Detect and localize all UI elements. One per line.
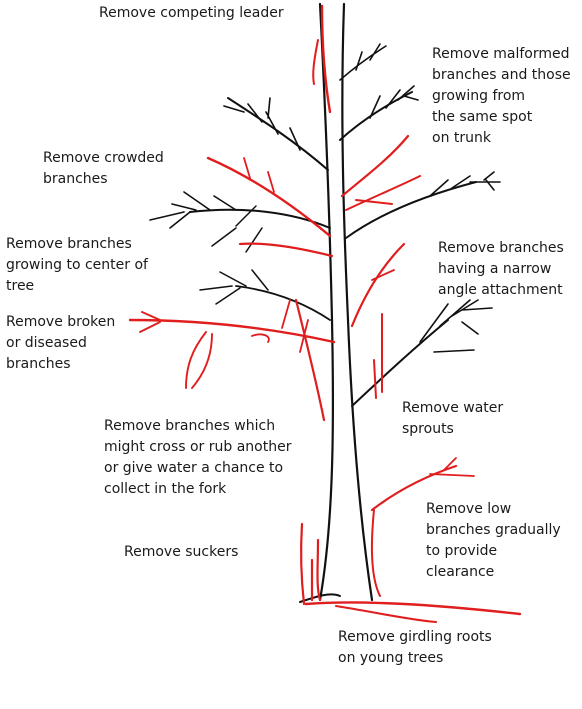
cut-water-sprouts [373, 313, 383, 399]
marked-for-removal [128, 4, 522, 623]
label-line: Remove low [426, 501, 512, 517]
trunk-left-edge [318, 2, 335, 602]
label-center: Remove branches growing to center of tre… [6, 234, 148, 297]
label-competing-leader: Remove competing leader [99, 3, 284, 24]
label-line: Remove branches [438, 240, 564, 256]
label-line: on young trees [338, 650, 444, 666]
label-line: branches [43, 171, 108, 187]
label-line: Remove malformed [432, 46, 570, 62]
cut-center [238, 242, 334, 258]
branch-upper-right [339, 91, 413, 141]
label-low-branches: Remove low branches gradually to provide… [426, 499, 561, 583]
trunk-right-edge [341, 2, 374, 602]
label-line: might cross or rub another [104, 439, 292, 455]
kept-tree-structure [149, 2, 501, 603]
label-cross-rub: Remove branches which might cross or rub… [104, 416, 291, 500]
label-line: Remove competing leader [99, 5, 284, 21]
label-line: or give water a chance to [104, 460, 284, 476]
branch-right-lower [351, 319, 449, 407]
label-line: or diseased [6, 335, 87, 351]
label-line: Remove suckers [124, 544, 239, 560]
label-line: clearance [426, 564, 495, 580]
cut-girdling-roots [304, 601, 522, 616]
branch-left-lower [235, 285, 331, 321]
cut-suckers [300, 522, 322, 606]
label-line: having a narrow [438, 261, 552, 277]
label-line: Remove crowded [43, 150, 164, 166]
label-line: on trunk [432, 130, 491, 146]
label-girdling-roots: Remove girdling roots on young trees [338, 627, 492, 669]
label-line: Remove broken [6, 314, 116, 330]
branch-crowded [189, 208, 331, 229]
label-line: the same spot [432, 109, 533, 125]
cut-competing-leader [320, 4, 332, 114]
label-line: branches and those [432, 67, 571, 83]
label-line: sprouts [402, 421, 454, 437]
label-line: Remove branches which [104, 418, 276, 434]
label-line: Remove branches [6, 236, 132, 252]
label-crowded: Remove crowded branches [43, 148, 164, 190]
cut-crowded [206, 156, 332, 238]
label-line: growing from [432, 88, 526, 104]
label-line: branches [6, 356, 71, 372]
label-line: tree [6, 278, 35, 294]
label-line: collect in the fork [104, 481, 227, 497]
cut-cross-rub [294, 298, 326, 422]
label-water-sprouts: Remove water sprouts [402, 398, 503, 440]
cut-narrow-angle [350, 242, 406, 328]
label-line: Remove water [402, 400, 504, 416]
label-line: branches gradually [426, 522, 561, 538]
label-line: to provide [426, 543, 498, 559]
label-broken: Remove broken or diseased branches [6, 312, 115, 375]
label-narrow-angle: Remove branches having a narrow angle at… [438, 238, 564, 301]
branch-upper-left [227, 97, 329, 171]
cut-low-branches [370, 464, 458, 512]
cut-malformed [340, 134, 410, 198]
label-suckers: Remove suckers [124, 542, 238, 563]
branch-right-mid [345, 181, 477, 239]
label-malformed: Remove malformed branches and those grow… [432, 44, 571, 149]
label-line: growing to center of [6, 257, 148, 273]
label-line: angle attachment [438, 282, 563, 298]
label-line: Remove girdling roots [338, 629, 492, 645]
